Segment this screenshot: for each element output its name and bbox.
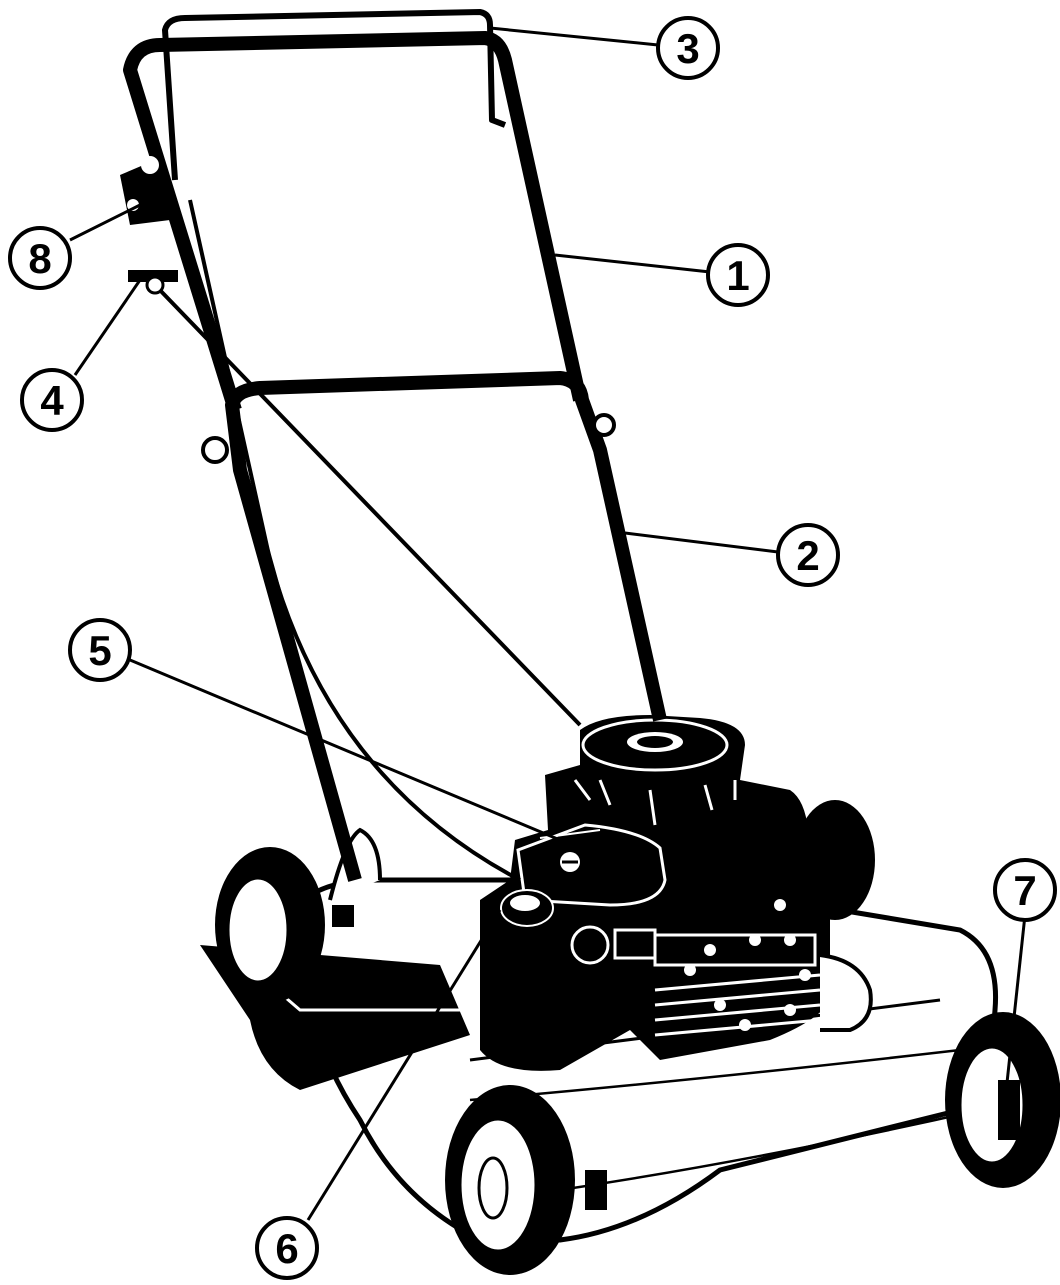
leader-line-4	[73, 279, 142, 376]
leader-line-1	[554, 253, 711, 274]
callout-2-label: 2	[796, 532, 819, 579]
lower-handle-knobs	[201, 413, 616, 464]
blade-control-handle	[162, 9, 507, 181]
callout-1: 1	[706, 243, 770, 307]
front-left-wheel	[445, 1085, 575, 1275]
height-adjuster-lever	[332, 905, 1020, 1210]
callout-3-label: 3	[676, 25, 699, 72]
leader-line-5	[129, 658, 561, 842]
callout-6-label: 6	[275, 1225, 298, 1272]
callout-5: 5	[68, 618, 132, 682]
oil-fill-cap	[500, 889, 554, 927]
callout-4-label: 4	[40, 377, 64, 424]
leader-line-6	[306, 909, 502, 1221]
leader-lines	[69, 26, 1027, 1221]
callout-6: 6	[255, 1216, 319, 1280]
callout-8-label: 8	[28, 235, 51, 282]
leader-line-2	[624, 531, 779, 554]
leader-line-8	[69, 203, 141, 242]
upper-handle	[123, 31, 587, 413]
leader-line-7	[1001, 914, 1027, 1121]
rear-left-wheel	[215, 847, 325, 1003]
control-cable	[153, 199, 582, 882]
engine	[480, 715, 873, 1071]
throttle-control	[128, 270, 178, 295]
callout-1-label: 1	[726, 252, 749, 299]
callout-5-label: 5	[88, 627, 111, 674]
callout-7: 7	[993, 858, 1057, 922]
callout-4: 4	[20, 368, 84, 432]
callout-7-label: 7	[1013, 867, 1036, 914]
leader-line-3	[489, 26, 659, 47]
callout-2: 2	[776, 523, 840, 587]
callout-3: 3	[656, 16, 720, 80]
callout-8: 8	[8, 226, 72, 290]
